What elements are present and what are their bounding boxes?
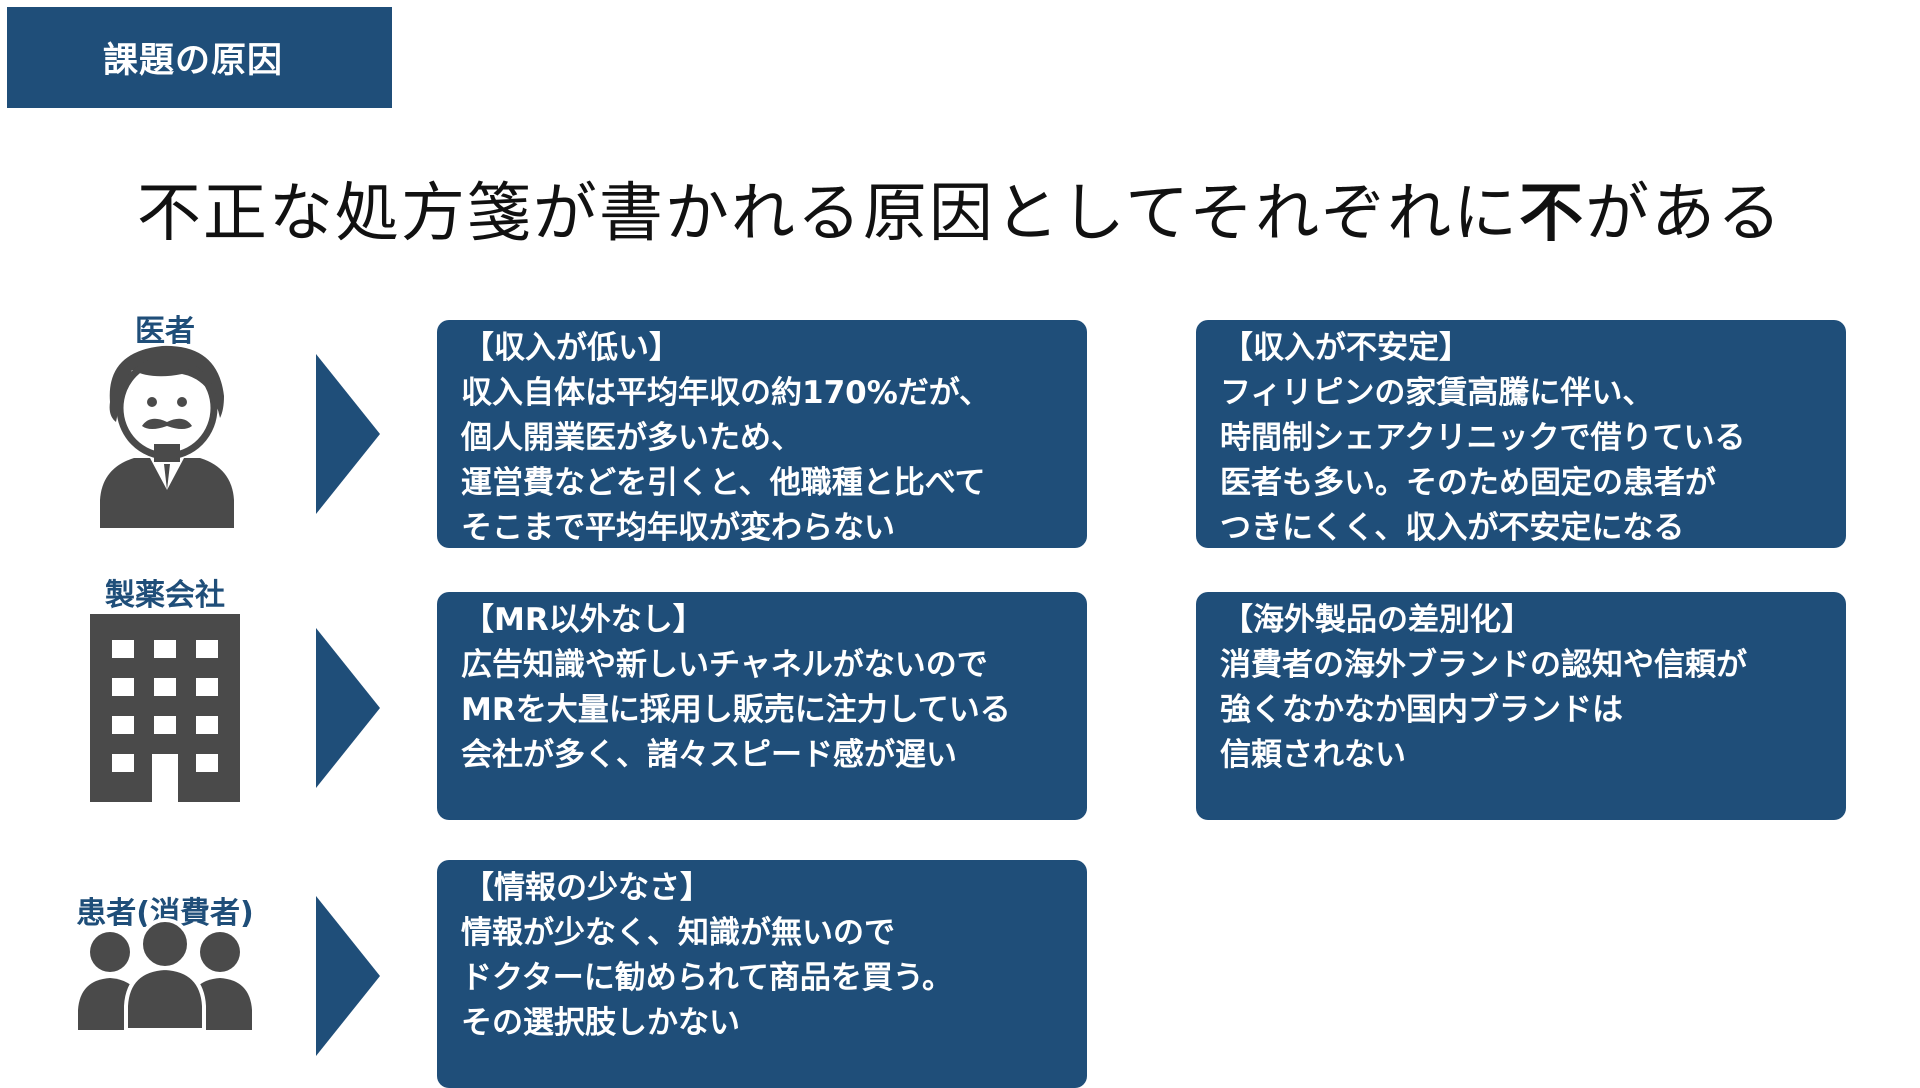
card-line: 医者も多い。そのため固定の患者が	[1220, 465, 1716, 501]
card-line: 信頼されない	[1220, 737, 1406, 773]
card-title: 【情報の少なさ】	[463, 870, 711, 906]
actor-label-pharma: 製薬会社	[105, 578, 225, 613]
card-title: 【海外製品の差別化】	[1222, 602, 1532, 638]
card-line: 情報が少なく、知識が無いので	[461, 915, 895, 951]
page-headline: 不正な処方箋が書かれる原因としてそれぞれに不がある	[0, 162, 1920, 254]
section-tag: 課題の原因	[7, 7, 392, 108]
card-line: 個人開業医が多いため、	[461, 420, 802, 456]
people-group-icon	[78, 918, 252, 1030]
card-lack-of-information: 【情報の少なさ】 情報が少なく、知識が無いので ドクターに勧められて商品を買う。…	[437, 860, 1087, 1088]
card-line: 収入自体は平均年収の約170%だが、	[461, 375, 991, 411]
card-line: つきにくく、収入が不安定になる	[1220, 510, 1685, 546]
card-line: 広告知識や新しいチャネルがないので	[461, 647, 988, 683]
card-line: そこまで平均年収が変わらない	[461, 510, 895, 546]
card-mr-only: 【MR以外なし】 広告知識や新しいチャネルがないので MRを大量に採用し販売に注…	[437, 592, 1087, 820]
section-tag-label: 課題の原因	[103, 41, 284, 81]
card-line: その選択肢しかない	[461, 1005, 740, 1041]
card-title: 【収入が不安定】	[1222, 330, 1470, 366]
chevron-right-icon	[316, 354, 380, 514]
card-line: フィリピンの家賃高騰に伴い、	[1220, 375, 1654, 411]
actor-label-doctor: 医者	[135, 314, 195, 349]
card-foreign-products: 【海外製品の差別化】 消費者の海外ブランドの認知や信頼が 強くなかなか国内ブラン…	[1196, 592, 1846, 820]
card-line: 会社が多く、諸々スピード感が遅い	[461, 737, 957, 773]
card-line: 消費者の海外ブランドの認知や信頼が	[1220, 647, 1747, 683]
card-unstable-income: 【収入が不安定】 フィリピンの家賃高騰に伴い、 時間制シェアクリニックで借りてい…	[1196, 320, 1846, 548]
chevron-right-icon	[316, 628, 380, 788]
headline-emphasis: 不	[1519, 177, 1586, 251]
card-line: 強くなかなか国内ブランドは	[1220, 692, 1623, 728]
card-title: 【収入が低い】	[463, 330, 680, 366]
doctor-icon	[100, 345, 234, 528]
card-title: 【MR以外なし】	[463, 602, 704, 638]
card-line: 運営費などを引くと、他職種と比べて	[461, 465, 986, 501]
headline-after: がある	[1585, 177, 1784, 251]
building-icon	[90, 614, 240, 802]
card-line: MRを大量に採用し販売に注力している	[461, 692, 1011, 728]
headline-before: 不正な処方箋が書かれる原因としてそれぞれに	[136, 177, 1520, 251]
card-line: ドクターに勧められて商品を買う。	[461, 960, 953, 996]
card-line: 時間制シェアクリニックで借りている	[1220, 420, 1746, 456]
chevron-right-icon	[316, 896, 380, 1056]
card-low-income: 【収入が低い】 収入自体は平均年収の約170%だが、 個人開業医が多いため、 運…	[437, 320, 1087, 548]
